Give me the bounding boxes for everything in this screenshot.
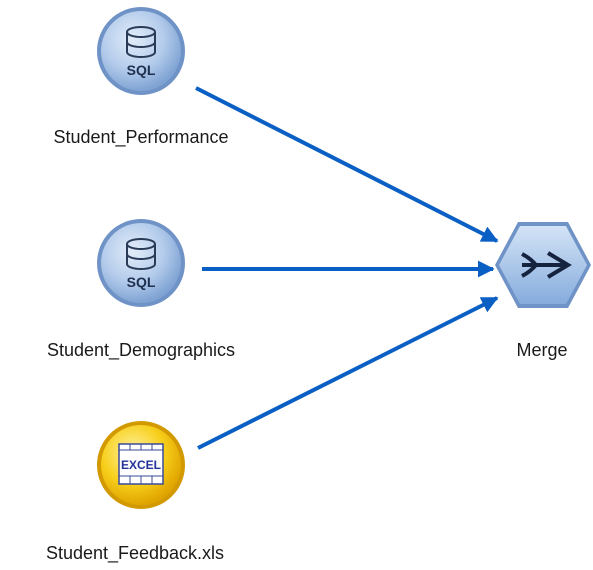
node-label-student-performance: Student_Performance (53, 127, 228, 148)
node-student-demographics[interactable]: SQL Student_Demographics (47, 219, 235, 361)
excel-icon-text: EXCEL (121, 458, 161, 472)
connector-performance-to-merge[interactable] (195, 86, 499, 243)
sql-icon-text: SQL (127, 62, 156, 78)
node-merge[interactable]: Merge (495, 222, 591, 360)
sql-icon-text: SQL (127, 274, 156, 290)
node-label-merge: Merge (516, 340, 567, 360)
node-label-student-feedback: Student_Feedback.xls (46, 543, 224, 564)
connector-feedback-to-merge[interactable] (197, 296, 499, 450)
sql-database-icon: SQL (97, 7, 185, 95)
node-student-feedback[interactable]: EXCEL Student_Feedback.xls (46, 421, 224, 564)
node-student-performance[interactable]: SQL Student_Performance (53, 7, 229, 148)
node-label-student-demographics: Student_Demographics (47, 340, 235, 361)
merge-arrow-icon (495, 222, 591, 308)
excel-file-icon: EXCEL (97, 421, 185, 509)
sql-database-icon: SQL (97, 219, 185, 307)
